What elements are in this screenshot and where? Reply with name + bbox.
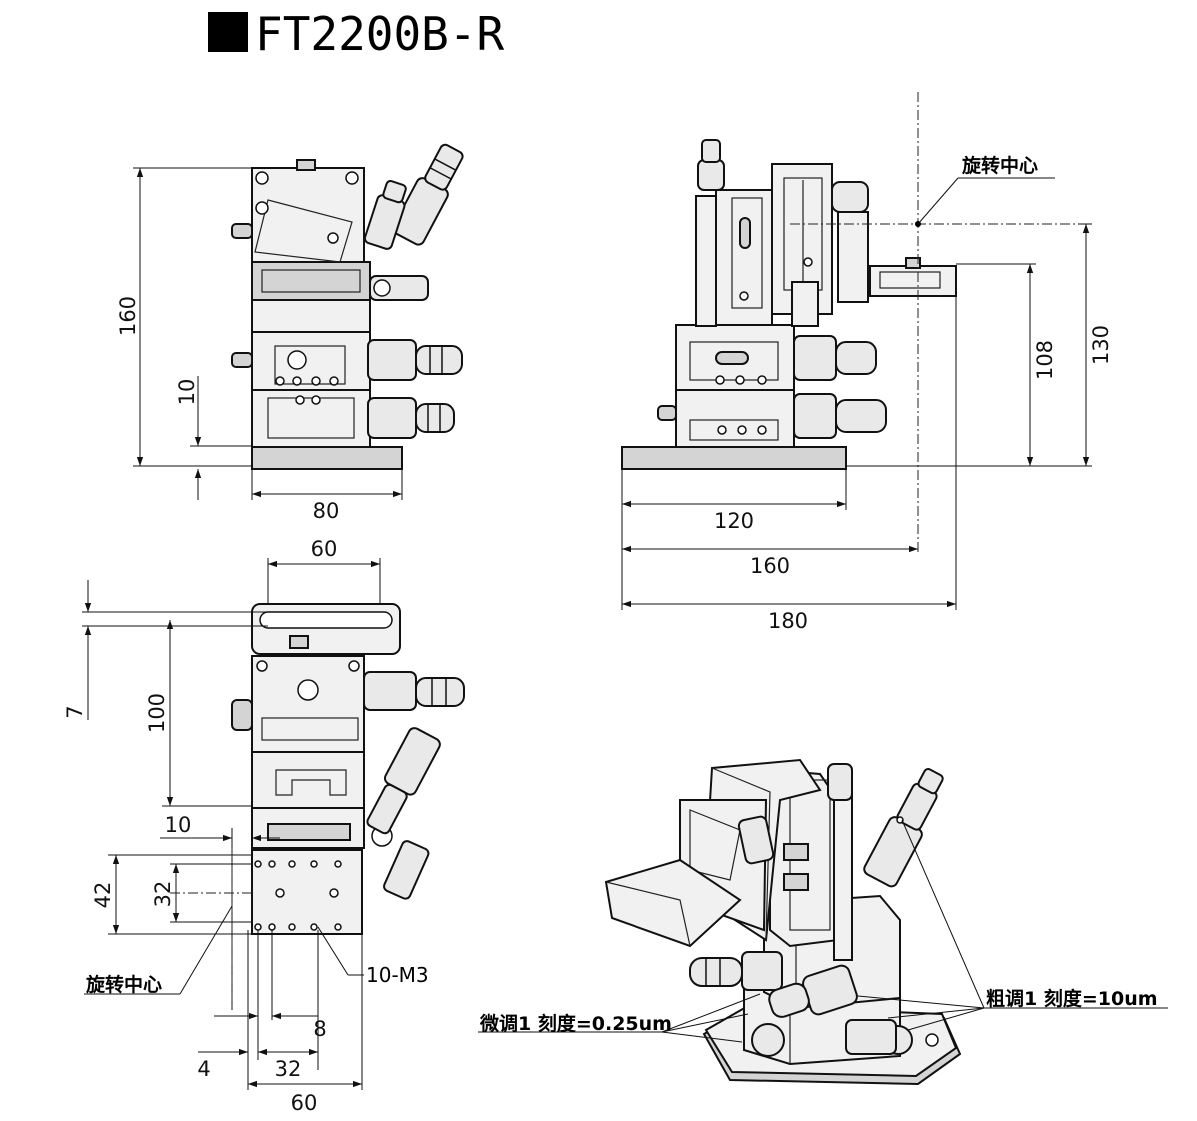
dim-side-180: 180 xyxy=(768,609,808,633)
dim-front-height: 160 xyxy=(116,296,140,336)
front-view-dimensions: 160 10 80 xyxy=(116,167,403,523)
dim-side-108: 108 xyxy=(1033,340,1057,380)
dim-front-width: 80 xyxy=(313,499,340,523)
dim-top-60-bottom: 60 xyxy=(291,1091,318,1115)
dim-top-32-vertical: 32 xyxy=(151,881,175,908)
dim-front-base: 10 xyxy=(175,379,199,406)
label-rotation-center-right: 旋转中心 xyxy=(961,154,1038,177)
side-view xyxy=(621,139,957,470)
label-fine-adjust: 微调1 刻度=0.25um xyxy=(479,1012,672,1035)
dim-top-100: 100 xyxy=(145,693,169,733)
dim-side-130: 130 xyxy=(1089,325,1113,365)
dim-top-8: 8 xyxy=(313,1017,326,1041)
page-title: FT2200B-R xyxy=(255,7,505,61)
dim-top-32-horizontal: 32 xyxy=(275,1057,302,1081)
title-block: FT2200B-R xyxy=(208,7,505,61)
dim-top-60: 60 xyxy=(311,537,338,561)
dim-top-4: 4 xyxy=(197,1057,210,1081)
top-view xyxy=(231,603,465,935)
isometric-view xyxy=(604,758,962,1086)
label-holes: 10-M3 xyxy=(366,963,429,987)
isometric-annotations: 微调1 刻度=0.25um 粗调1 刻度=10um xyxy=(478,819,1168,1043)
label-rotation-center-left: 旋转中心 xyxy=(85,973,162,996)
top-view-dimensions: 60 7 100 10 42 32 旋转中心 10-M3 xyxy=(63,537,429,1115)
dim-top-7: 7 xyxy=(63,705,87,718)
dim-top-42: 42 xyxy=(91,882,115,909)
dim-side-160: 160 xyxy=(750,554,790,578)
front-view xyxy=(231,143,464,470)
side-view-dimensions: 旋转中心 108 130 120 160 180 xyxy=(621,92,1113,633)
dim-side-120: 120 xyxy=(714,509,754,533)
label-coarse-adjust: 粗调1 刻度=10um xyxy=(986,987,1158,1010)
dim-top-10: 10 xyxy=(165,813,192,837)
title-square-icon xyxy=(208,12,248,52)
